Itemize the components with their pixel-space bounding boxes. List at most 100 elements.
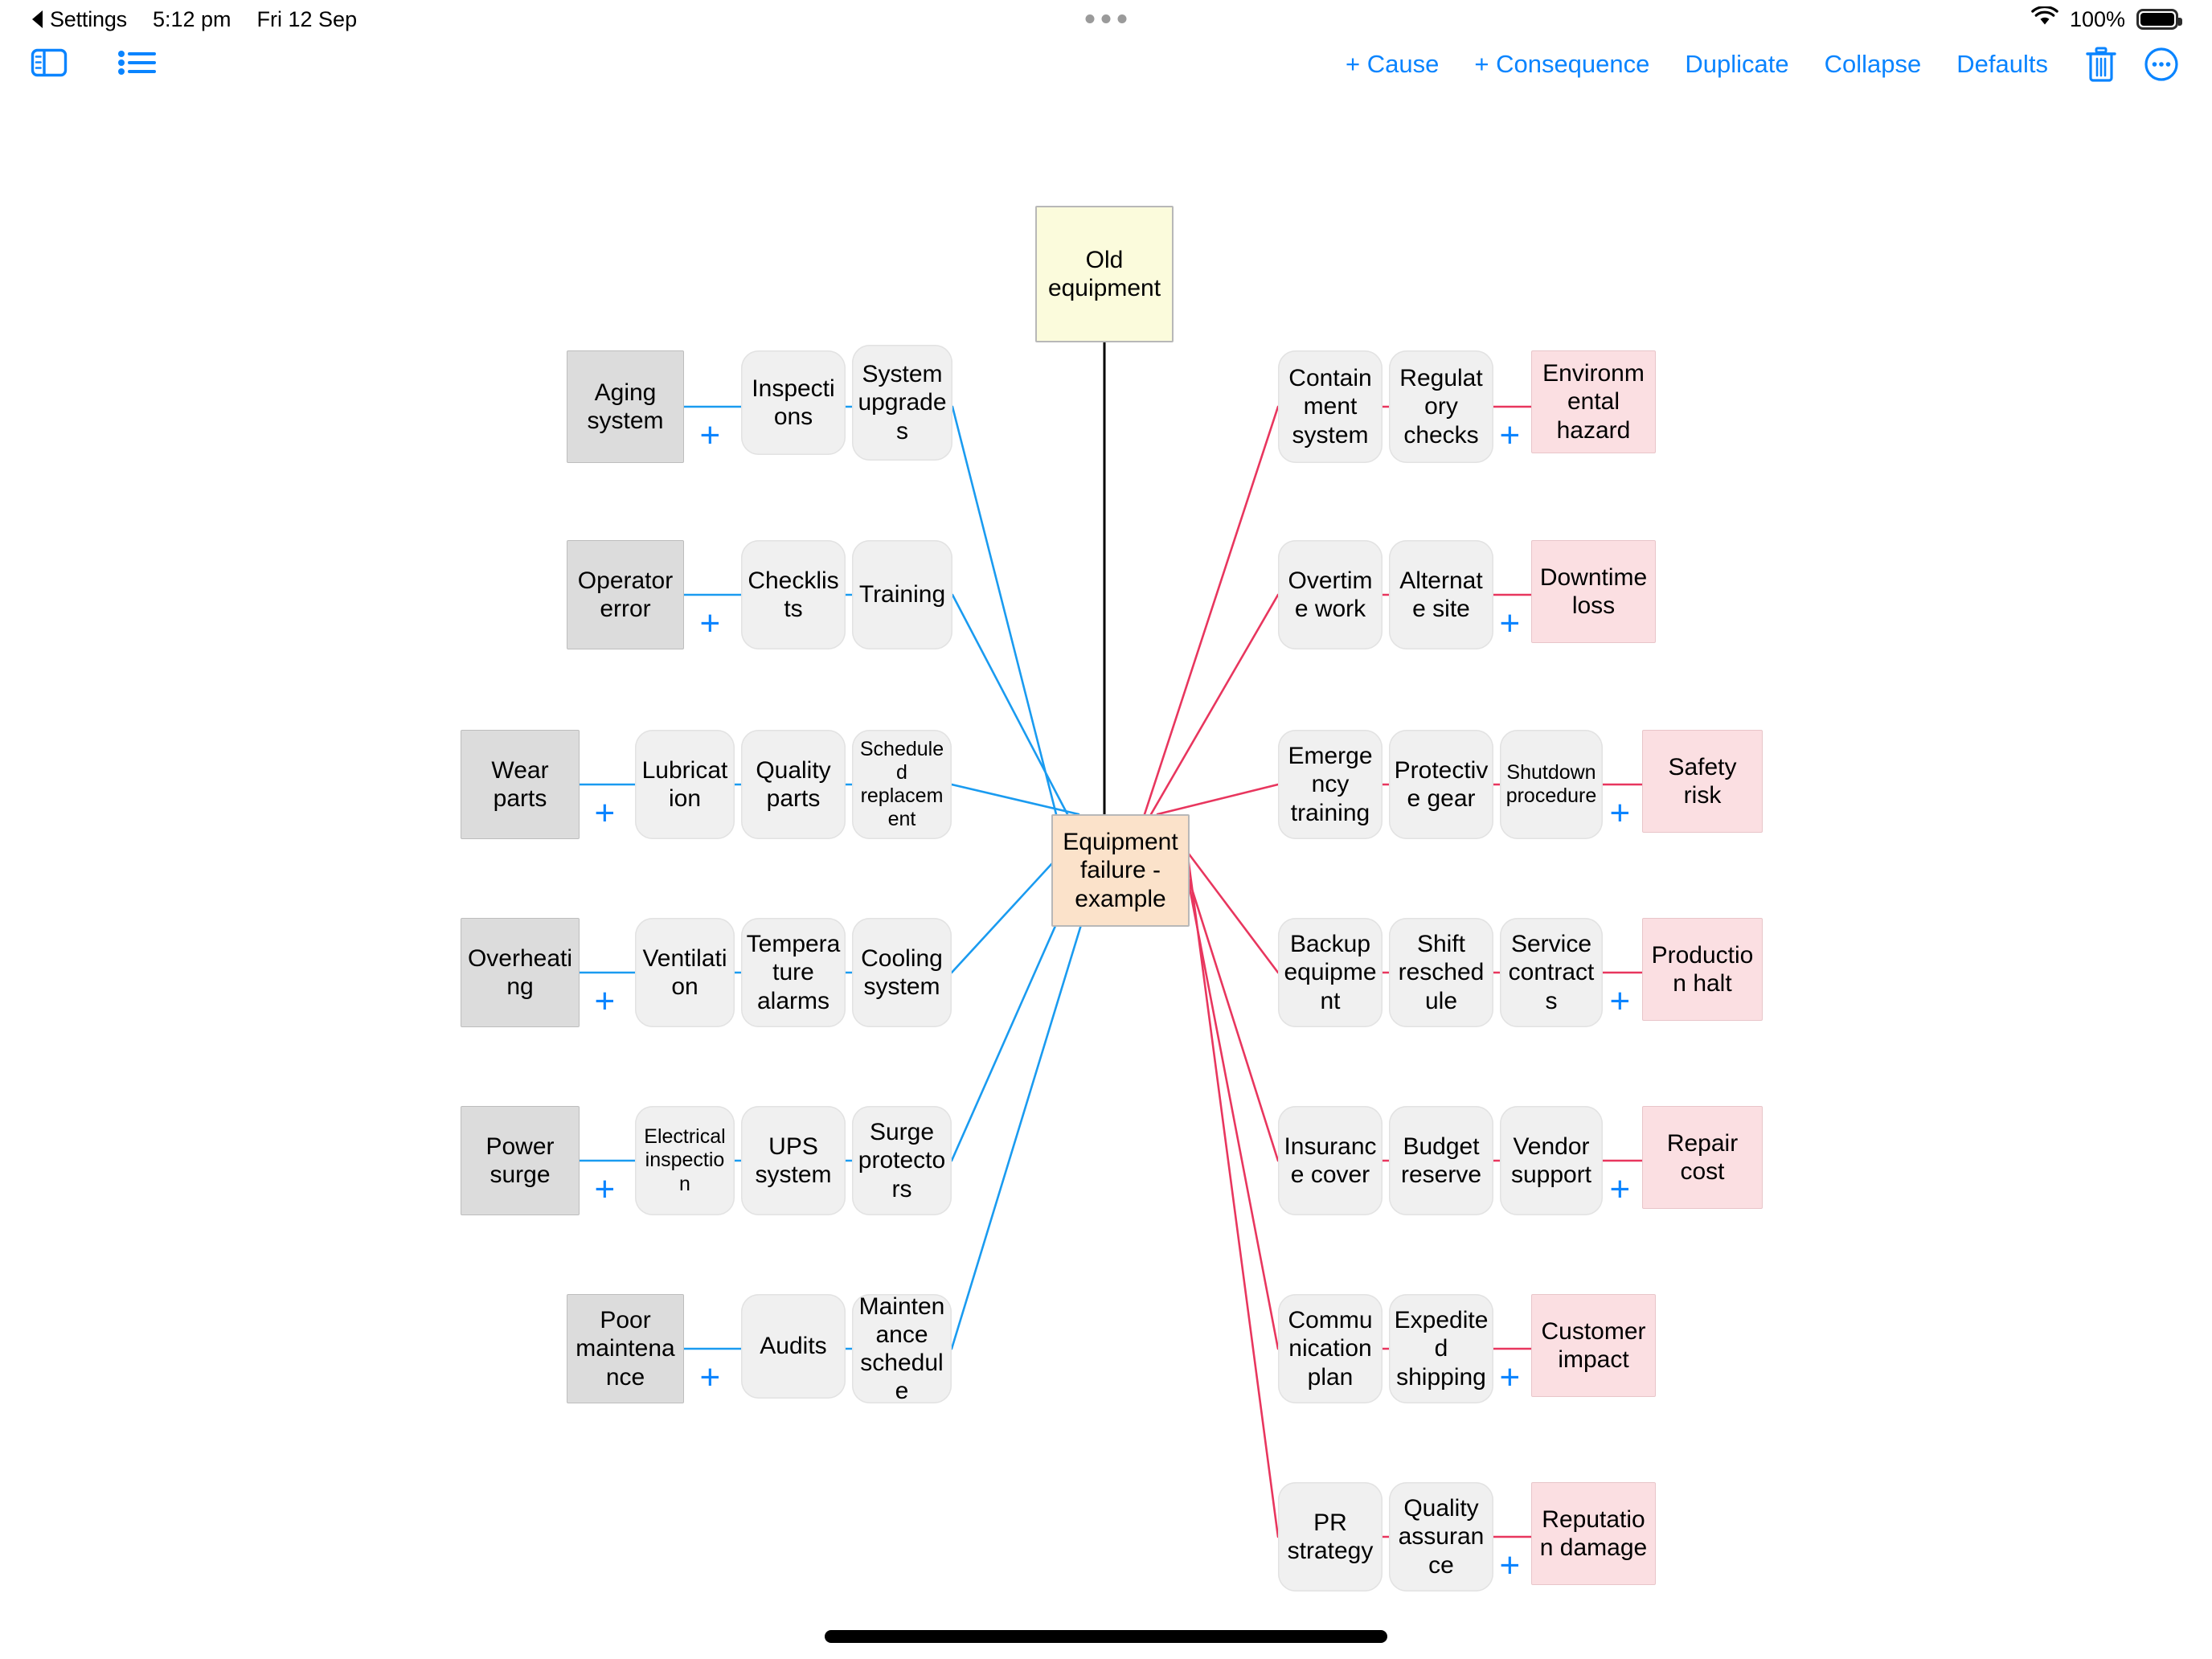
defaults-button[interactable]: Defaults — [1939, 45, 2066, 84]
cause-node-2-2[interactable]: Quality parts — [741, 730, 846, 839]
cause-node-3-0[interactable]: Overheating — [461, 918, 580, 1027]
status-bar-right: 100% — [2031, 0, 2182, 39]
consequence-node-2-1[interactable]: Protective gear — [1389, 730, 1493, 839]
cause-node-5-0[interactable]: Poor maintenance — [567, 1294, 684, 1403]
add-cause-plus-2[interactable]: + — [594, 793, 616, 833]
add-consequence-plus-4[interactable]: + — [1609, 1169, 1631, 1209]
consequence-node-3-3[interactable]: Production halt — [1642, 918, 1763, 1021]
toolbar-right-group: + Cause + Consequence Duplicate Collapse… — [1328, 45, 2180, 84]
node-label: PR strategy — [1287, 1509, 1374, 1564]
node-label: Wear parts — [491, 756, 549, 812]
consequence-node-4-0[interactable]: Insurance cover — [1278, 1106, 1382, 1215]
consequence-node-0-0[interactable]: Containment system — [1278, 350, 1382, 463]
consequence-node-5-0[interactable]: Communication plan — [1278, 1294, 1382, 1403]
cause-node-3-3[interactable]: Cooling system — [852, 918, 952, 1027]
consequence-node-6-0[interactable]: PR strategy — [1278, 1482, 1382, 1591]
trash-icon[interactable] — [2083, 46, 2119, 83]
more-circle-icon[interactable] — [2143, 46, 2180, 83]
node-label: Audits — [760, 1333, 827, 1360]
add-consequence-plus-1[interactable]: + — [1499, 604, 1521, 643]
consequence-node-0-2[interactable]: Environmental hazard — [1531, 350, 1656, 453]
add-consequence-plus-2[interactable]: + — [1609, 793, 1631, 833]
node-label: Containment system — [1288, 365, 1372, 449]
consequence-node-3-0[interactable]: Backup equipment — [1278, 918, 1382, 1027]
node-label: Communication plan — [1288, 1307, 1373, 1391]
consequence-node-5-1[interactable]: Expedited shipping — [1389, 1294, 1493, 1403]
status-bar: Settings 5:12 pm Fri 12 Sep 100% — [0, 0, 2212, 39]
add-consequence-plus-0[interactable]: + — [1499, 416, 1521, 455]
node-label: Temperature alarms — [746, 931, 841, 1014]
cause-node-1-1[interactable]: Checklists — [741, 540, 846, 649]
add-cause-plus-4[interactable]: + — [594, 1169, 616, 1209]
cause-node-0-1[interactable]: Inspections — [741, 350, 846, 455]
node-label: Protective gear — [1394, 756, 1489, 812]
cause-node-0-0[interactable]: Aging system — [567, 350, 684, 463]
consequence-node-3-1[interactable]: Shift reschedule — [1389, 918, 1493, 1027]
cause-node-1-0[interactable]: Operator error — [567, 540, 684, 649]
bulleted-list-icon[interactable] — [117, 47, 156, 79]
consequence-node-0-1[interactable]: Regulatory checks — [1389, 350, 1493, 463]
status-back-label[interactable]: Settings — [50, 6, 127, 31]
cause-node-2-1[interactable]: Lubrication — [635, 730, 735, 839]
collapse-button[interactable]: Collapse — [1807, 45, 1940, 84]
consequence-node-6-2[interactable]: Reputation damage — [1531, 1482, 1656, 1585]
consequence-node-1-2[interactable]: Downtime loss — [1531, 540, 1656, 643]
consequence-node-3-2[interactable]: Service contracts — [1500, 918, 1603, 1027]
cause-node-4-2[interactable]: UPS system — [741, 1106, 846, 1215]
cause-node-1-2[interactable]: Training — [852, 540, 952, 649]
add-consequence-plus-5[interactable]: + — [1499, 1358, 1521, 1397]
add-consequence-button[interactable]: + Consequence — [1456, 45, 1667, 84]
sidebar-toggle-icon[interactable] — [31, 47, 68, 79]
cause-node-3-2[interactable]: Temperature alarms — [741, 918, 846, 1027]
consequence-node-5-2[interactable]: Customer impact — [1531, 1294, 1656, 1397]
cause-node-4-0[interactable]: Power surge — [461, 1106, 580, 1215]
node-label: Cooling system — [861, 944, 943, 1000]
consequence-node-4-3[interactable]: Repair cost — [1642, 1106, 1763, 1209]
cause-node-4-1[interactable]: Electrical inspection — [635, 1106, 735, 1215]
node-label: Customer impact — [1541, 1317, 1646, 1373]
add-cause-button[interactable]: + Cause — [1328, 45, 1456, 84]
node-label: Training — [858, 581, 946, 608]
cause-node-4-3[interactable]: Surge protectors — [852, 1106, 952, 1215]
node-label: Production halt — [1651, 941, 1754, 997]
cause-node-5-2[interactable]: Maintenance schedule — [852, 1293, 952, 1404]
consequence-node-2-0[interactable]: Emergency training — [1278, 730, 1382, 839]
node-label: Expedited shipping — [1394, 1307, 1489, 1391]
connector-lines — [578, 341, 1644, 1538]
consequence-node-1-1[interactable]: Alternate site — [1389, 540, 1493, 649]
cause-node-5-1[interactable]: Audits — [741, 1294, 846, 1399]
consequence-node-6-1[interactable]: Quality assurance — [1389, 1482, 1493, 1591]
node-label: Downtime loss — [1539, 563, 1648, 619]
node-label: Old equipment — [1047, 246, 1161, 301]
consequence-node-4-2[interactable]: Vendor support — [1500, 1106, 1603, 1215]
duplicate-button[interactable]: Duplicate — [1667, 45, 1806, 84]
add-consequence-plus-3[interactable]: + — [1609, 981, 1631, 1021]
add-cause-plus-3[interactable]: + — [594, 981, 616, 1021]
add-cause-plus-1[interactable]: + — [699, 604, 721, 643]
consequence-node-2-2[interactable]: Shutdown procedure — [1500, 730, 1603, 839]
node-label: Service contracts — [1508, 931, 1595, 1014]
node-label: Budget reserve — [1400, 1133, 1482, 1188]
consequence-node-4-1[interactable]: Budget reserve — [1389, 1106, 1493, 1215]
node-label: Quality parts — [756, 756, 831, 812]
center-node[interactable]: Equipment failure - example — [1051, 814, 1190, 927]
cause-node-0-2[interactable]: System upgrades — [852, 345, 952, 461]
node-label: Overtime work — [1288, 567, 1373, 622]
battery-full-icon — [2136, 9, 2182, 30]
node-label: Environmental hazard — [1542, 360, 1645, 444]
back-triangle-icon[interactable] — [32, 10, 43, 28]
add-consequence-plus-6[interactable]: + — [1499, 1546, 1521, 1585]
cause-node-3-1[interactable]: Ventilation — [635, 918, 735, 1027]
consequence-node-1-0[interactable]: Overtime work — [1278, 540, 1382, 649]
cause-node-2-3[interactable]: Scheduled replacement — [852, 730, 952, 839]
status-date: Fri 12 Sep — [256, 6, 358, 31]
node-label: Safety risk — [1668, 753, 1737, 809]
add-cause-plus-5[interactable]: + — [699, 1358, 721, 1397]
node-label: Lubrication — [641, 756, 728, 812]
add-cause-plus-0[interactable]: + — [699, 416, 721, 455]
origin-node[interactable]: Old equipment — [1035, 206, 1174, 342]
cause-node-2-0[interactable]: Wear parts — [461, 730, 580, 839]
node-label: System upgrades — [858, 361, 947, 444]
consequence-node-2-3[interactable]: Safety risk — [1642, 730, 1763, 833]
